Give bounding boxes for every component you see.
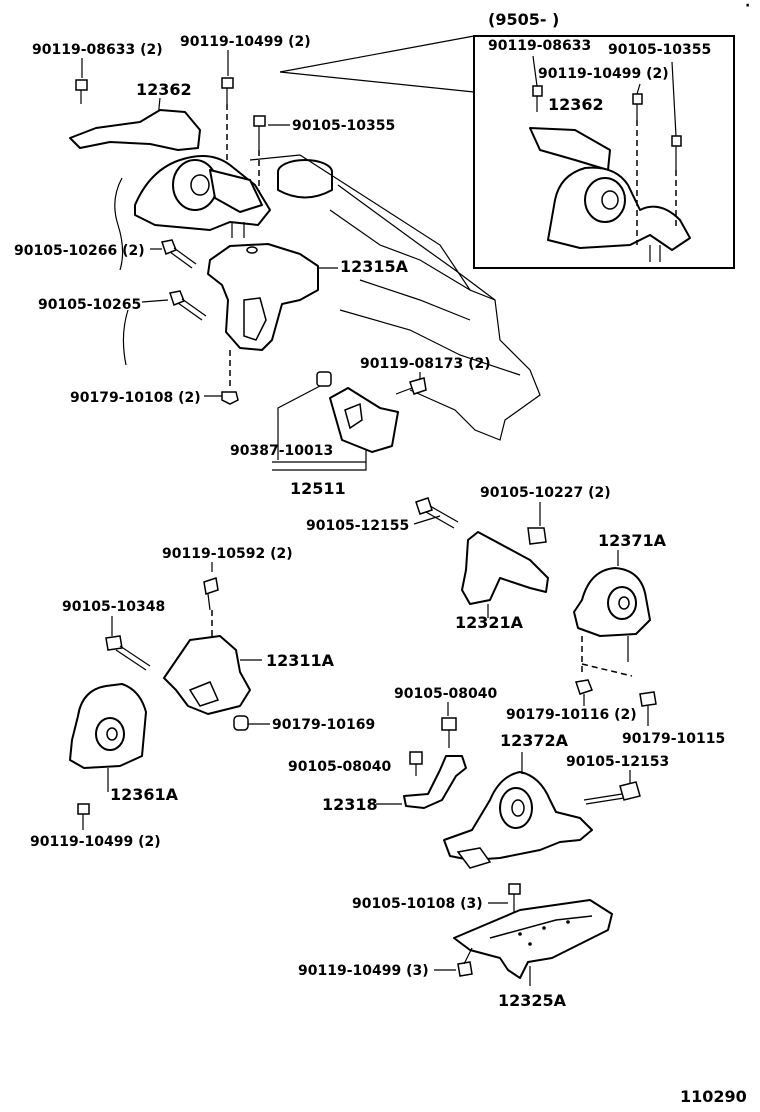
bolt-icon-90105-10108	[488, 883, 521, 912]
label-90105-10355: 90105-10355	[292, 118, 395, 134]
inset-panel: (9505- ) 90119-08633 90105-10355 90119-1…	[279, 10, 735, 269]
bolt-icon-90105-08040-top	[441, 702, 457, 748]
bolt-icon-90119-08633	[75, 58, 88, 104]
rear-mount-group: 90105-08040 90179-10116 (2) 90179-10115 …	[288, 686, 725, 1010]
bolt-icon-90105-12155	[413, 497, 459, 529]
bolt-icon-90105-08040-left	[409, 751, 423, 776]
label-90119-08633: 90119-08633 (2)	[32, 42, 163, 58]
label-90105-08040-left: 90105-08040	[288, 759, 391, 775]
label-90179-10115: 90179-10115	[622, 731, 725, 747]
inset-heading: (9505- )	[488, 10, 559, 29]
label-90119-10499-top: 90119-10499 (2)	[180, 34, 311, 50]
label-90105-12153: 90105-12153	[566, 754, 669, 770]
bracket-12511-group: 90387-10013 12511	[230, 371, 399, 498]
inset-bolt-icon-1	[532, 85, 543, 112]
inset-bolt-icon-3	[671, 135, 682, 170]
label-90179-10108: 90179-10108 (2)	[70, 390, 201, 406]
label-12511: 12511	[290, 479, 346, 498]
label-12311a: 12311A	[266, 651, 335, 670]
label-90105-10108: 90105-10108 (3)	[352, 896, 483, 912]
bolt-icon-90105-10265	[169, 290, 207, 321]
bolt-icon-90105-10227	[527, 502, 547, 545]
bolt-icon-90119-10499-bottom	[434, 947, 473, 977]
label-12325a: 12325A	[498, 991, 567, 1010]
label-12321a: 12321A	[455, 613, 524, 632]
label-12318: 12318	[322, 795, 378, 814]
label-90105-08040-top: 90105-08040	[394, 686, 497, 702]
inset-label-bolt-c: 90119-10499 (2)	[538, 66, 669, 82]
label-90105-12155: 90105-12155	[306, 518, 409, 534]
bolt-icon-90119-08173	[395, 372, 427, 395]
inset-mount-assembly	[529, 120, 691, 262]
label-12361a: 12361A	[110, 785, 179, 804]
right-mount-group: 90105-10227 (2) 90105-12155 12371A 12321…	[306, 485, 667, 726]
label-90119-10499-bottom: 90119-10499 (3)	[298, 963, 429, 979]
inset-label-mount: 12362	[548, 95, 604, 114]
label-12315a: 12315A	[340, 257, 409, 276]
engine-block-outline	[249, 154, 541, 441]
label-90119-10592: 90119-10592 (2)	[162, 546, 293, 562]
inset-label-bolt-a: 90119-08633	[488, 38, 591, 54]
bracket-12315a-group: 90105-10266 (2) 12315A 90105-10265 90119…	[14, 239, 491, 406]
label-90387-10013: 90387-10013	[230, 443, 333, 459]
bolt-icon-90105-12153	[583, 770, 641, 805]
inset-label-bolt-b: 90105-10355	[608, 42, 711, 58]
bolt-icon-90119-10592	[203, 562, 219, 640]
upper-mount-group: 90119-08633 (2) 90119-10499 (2) 12362 90…	[32, 34, 395, 366]
label-90119-08173: 90119-08173 (2)	[360, 356, 491, 372]
bushing-icon-90387-10013	[316, 371, 332, 387]
nut-icon-90179-10169	[233, 715, 270, 731]
left-lower-mount-group: 90119-10592 (2) 90105-10348 12311A 90179…	[30, 546, 375, 850]
nut-icon-90179-10115	[639, 691, 657, 726]
label-12372a: 12372A	[500, 731, 569, 750]
inset-bolt-icon-2	[632, 93, 643, 120]
diagram-code: 110290	[680, 1087, 747, 1106]
nut-icon-90179-10116	[575, 679, 593, 706]
bolt-icon-90105-10266	[161, 239, 197, 269]
label-90179-10169: 90179-10169	[272, 717, 375, 733]
label-90105-10265: 90105-10265	[38, 297, 141, 313]
bolt-icon-90105-10348	[105, 616, 151, 671]
nut-icon-90179-10108	[204, 391, 239, 405]
label-90105-10348: 90105-10348	[62, 599, 165, 615]
label-12362: 12362	[136, 80, 192, 99]
corner-mark: ·	[745, 0, 750, 14]
label-90105-10227: 90105-10227 (2)	[480, 485, 611, 501]
label-90119-10499-left: 90119-10499 (2)	[30, 834, 161, 850]
bolt-icon-90119-10499-left	[77, 803, 90, 830]
label-12371a: 12371A	[598, 531, 667, 550]
label-90179-10116: 90179-10116 (2)	[506, 707, 637, 723]
label-90105-10266: 90105-10266 (2)	[14, 243, 145, 259]
